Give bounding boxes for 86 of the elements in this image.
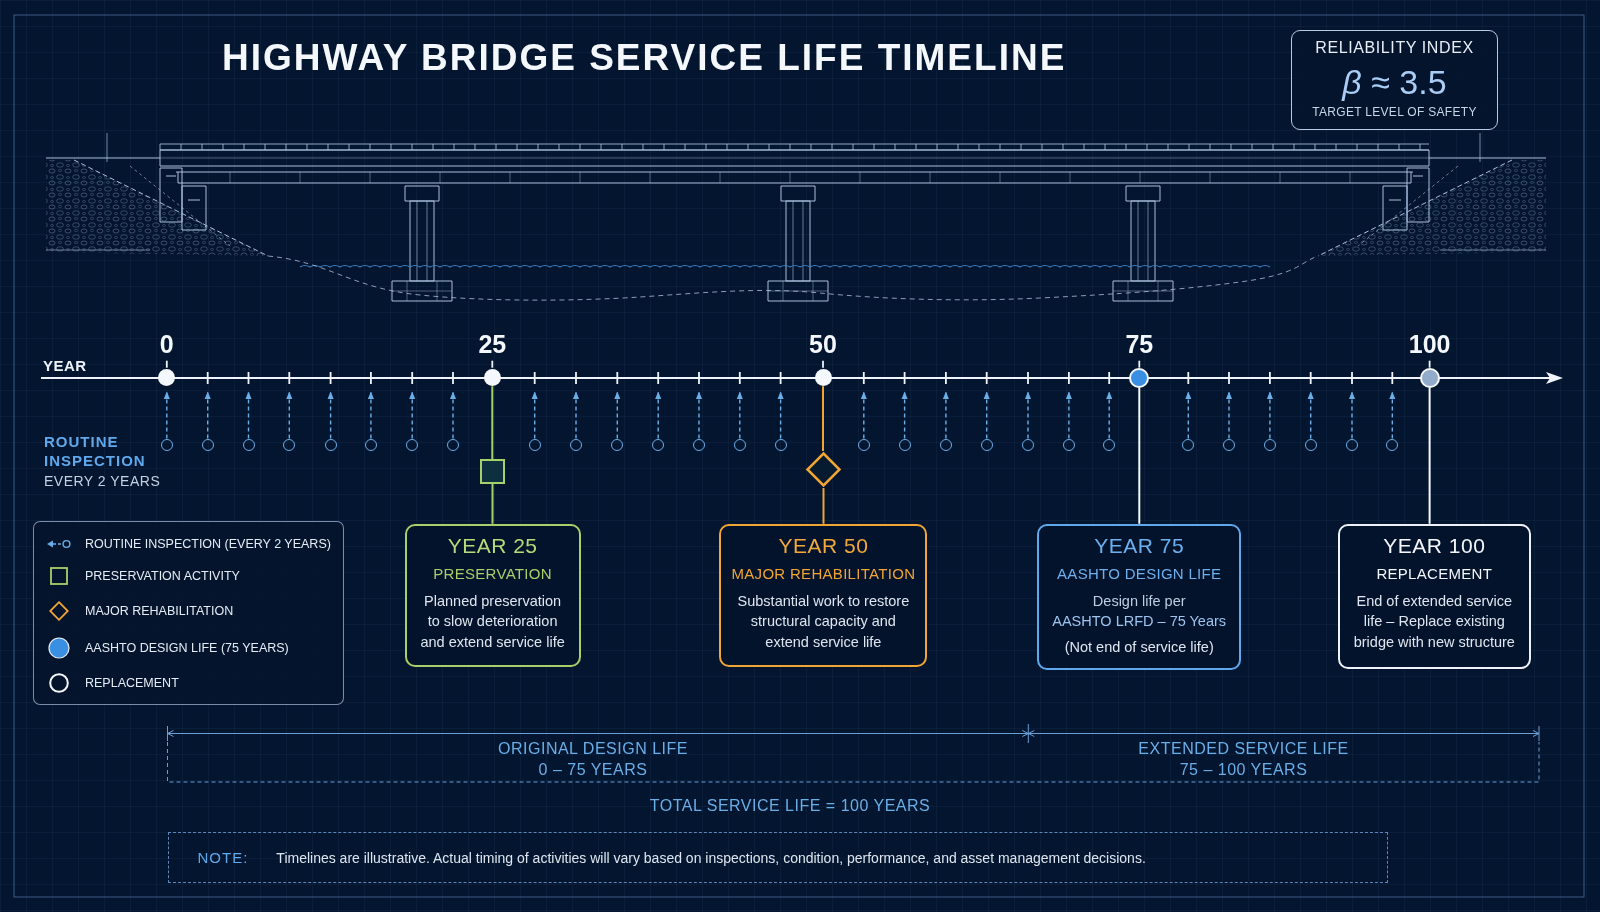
connector-line [1138,386,1141,525]
dimension-label: EXTENDED SERVICE LIFE [1138,740,1349,758]
note-text: Timelines are illustrative. Actual timing of activities will vary based on inspections, condition, performance, and asset management decisions. [276,849,1146,866]
connector-line [491,483,494,525]
dashed-arrow [1225,390,1233,440]
dashed-arrow [531,390,538,440]
dashed-arrow [409,390,416,440]
dashed-arrow [777,390,784,440]
year-number: 75 [1125,331,1154,357]
dashed-arrow [204,390,211,440]
card-subtitle: PRESERVATION [433,563,552,583]
legend-text: AASHTO DESIGN LIFE (75 YEARS) [85,639,289,656]
dashed-arrow [449,390,457,440]
dashed-arrow [1266,390,1274,440]
dashed-arrow [655,390,662,440]
legend-text: MAJOR REHABILITATION [85,603,234,619]
timeline-axis [41,371,1563,384]
index-value: β ≈ 3.5 [1342,63,1447,101]
dashed-arrow [736,390,743,440]
card-title: YEAR 50 [778,533,869,558]
dashed-arrow [983,390,990,440]
card-text: End of extended service life – Replace existing bridge with new structure [1352,591,1516,652]
year-number: 50 [809,331,837,357]
card-text: (Not end of service life) [1064,637,1214,657]
dashed-arrow [1348,390,1356,440]
dashed-arrow [614,390,621,440]
card-title: YEAR 25 [447,533,538,558]
year-number: 100 [1408,331,1451,357]
card-title: YEAR 75 [1094,533,1185,558]
legend-text: ROUTINE INSPECTION (EVERY 2 YEARS) [85,535,331,552]
card-caption: TARGET LEVEL OF SAFETY [1312,105,1477,120]
milestone-card [1337,523,1531,669]
card-text: Substantial work to restore structural capacity and extend service life [736,591,911,652]
annotation-label: ROUTINE INSPECTION [44,431,147,471]
milestone-dot [158,369,176,387]
dashed-arrow [1024,390,1032,440]
dashed-arrow [1185,390,1192,440]
card-title: YEAR 100 [1383,533,1486,558]
card-text: AASHTO LRFD – 75 Years [1052,612,1227,632]
year-number: 25 [478,331,507,357]
legend-text: PRESERVATION ACTIVITY [85,568,240,585]
axis-label: YEAR [43,357,87,375]
dimension-label: 75 – 100 YEARS [1179,761,1308,779]
dashed-arrow [572,390,580,440]
card-subtitle: REPLACEMENT [1376,563,1493,583]
dashed-arrow [942,390,950,440]
dashed-arrow [245,390,252,440]
note-panel [167,832,1388,883]
year-number: 0 [159,331,174,357]
dashed-arrow [1106,390,1113,440]
page-title: HIGHWAY BRIDGE SERVICE LIFE TIMELINE [222,37,1067,79]
total-label: TOTAL SERVICE LIFE = 100 YEARS [649,797,931,815]
note-label: NOTE: [197,849,249,866]
connector-line [822,487,825,525]
card-text: Planned preservation to slow deterioration and extend service life [419,591,566,652]
milestone-dot [1419,367,1440,388]
connector-line [1428,386,1431,525]
dashed-arrow [1389,390,1396,440]
milestone-card [404,523,581,667]
dashed-arrow [695,390,703,440]
milestone-card [1037,523,1242,670]
info-card [1291,30,1498,130]
dashed-arrow [1307,390,1314,440]
milestone-dot [483,369,501,387]
dashed-arrow [327,390,334,440]
connector-line [822,385,824,452]
square-marker [480,459,505,484]
dashed-arrow [901,390,908,440]
dashed-arrow [163,390,170,440]
milestone-dot [814,369,832,387]
milestone-card [719,523,928,667]
dashed-arrow [1065,390,1073,440]
dimension-label: ORIGINAL DESIGN LIFE [498,740,688,758]
dimension-label: 0 – 75 YEARS [538,761,648,779]
card-subtitle: MAJOR REHABILITATION [731,563,916,583]
card-subtitle: AASHTO DESIGN LIFE [1057,563,1222,583]
annotation-text: EVERY 2 YEARS [44,471,161,490]
dashed-arrow [860,390,867,440]
card-text: Design life per [1092,591,1186,611]
dashed-arrow [367,390,375,440]
card-title: RELIABILITY INDEX [1315,38,1474,57]
legend-text: REPLACEMENT [85,675,179,692]
milestone-dot [1129,367,1150,388]
connector-line [491,385,494,460]
dashed-arrow [286,390,293,440]
diamond-marker [805,451,842,488]
